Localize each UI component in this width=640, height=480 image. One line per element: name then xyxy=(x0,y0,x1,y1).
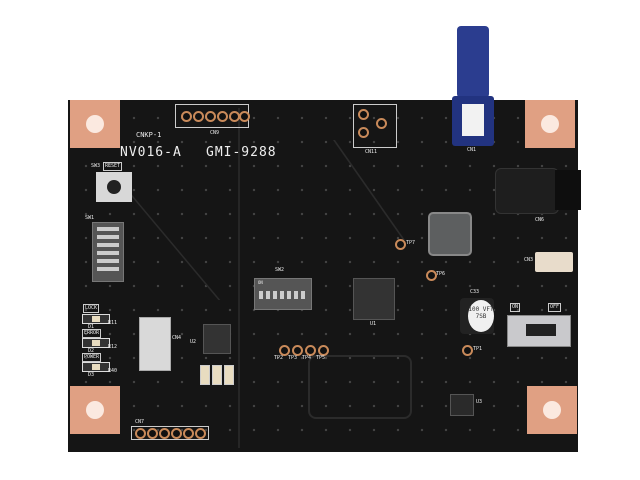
dip-switch-sw1[interactable] xyxy=(92,222,124,282)
antenna-connector-base xyxy=(452,96,494,146)
test-point-tp4 xyxy=(305,345,316,356)
dc-power-jack-cn6[interactable] xyxy=(495,168,559,214)
label-off: OFF xyxy=(548,303,562,312)
ic-u2 xyxy=(203,324,231,354)
led-power xyxy=(82,362,110,372)
label-error: ERROR xyxy=(82,329,102,338)
mounting-pad-bottom-right xyxy=(527,386,577,434)
label-d3: D3 xyxy=(88,372,95,378)
test-point-tp2 xyxy=(279,345,290,356)
label-u1: U1 xyxy=(370,321,377,327)
label-tp5: TP5 xyxy=(316,355,326,361)
resistor xyxy=(200,365,210,385)
resistor xyxy=(224,365,234,385)
label-cn9: CN9 xyxy=(210,130,220,136)
label-sw3: SW3 xyxy=(91,163,101,169)
label-tp4: TP4 xyxy=(302,355,312,361)
label-cn11: CN11 xyxy=(365,149,378,155)
mounting-pad-bottom-left xyxy=(70,386,120,434)
label-lock: LOCK xyxy=(83,304,100,313)
test-point-tp7 xyxy=(395,239,406,250)
connector-cn4[interactable] xyxy=(139,317,171,371)
reset-button[interactable] xyxy=(96,172,132,202)
header-cn11 xyxy=(353,104,397,148)
label-reset: RESET xyxy=(103,162,123,171)
label-u3: U3 xyxy=(476,399,483,405)
label-tp6: TP6 xyxy=(436,271,446,277)
label-sw1: SW1 xyxy=(85,215,95,221)
board-model: NV016-A xyxy=(120,145,182,160)
test-point-tp1 xyxy=(462,345,473,356)
label-r11: R11 xyxy=(108,320,118,326)
label-cn4: CN4 xyxy=(172,335,182,341)
header-cn7 xyxy=(131,426,209,440)
test-point-tp5 xyxy=(318,345,329,356)
regulator-u3 xyxy=(450,394,474,416)
test-point-tp6 xyxy=(426,270,437,281)
label-cn7: CN7 xyxy=(135,419,145,425)
dc-jack-rear xyxy=(555,170,581,210)
label-tp7: TP7 xyxy=(406,240,416,246)
label-cn6: CN6 xyxy=(535,217,545,223)
label-d1: D1 xyxy=(88,324,95,330)
label-power: POWER xyxy=(82,353,102,362)
trace xyxy=(308,355,412,419)
pcb-board xyxy=(68,100,578,452)
board-part-number: GMI-9288 xyxy=(206,145,277,160)
label-c33: C33 xyxy=(470,289,480,295)
label-tp2: TP2 xyxy=(274,355,284,361)
label-on: ON xyxy=(510,303,521,312)
test-point-tp3 xyxy=(292,345,303,356)
mounting-pad-top-left xyxy=(70,100,120,148)
led-lock xyxy=(82,314,110,324)
power-inductor xyxy=(428,212,472,256)
capacitor-marking: 100 VFT 7SB xyxy=(468,300,494,332)
power-slide-switch[interactable] xyxy=(507,315,571,347)
microcontroller-u1 xyxy=(353,278,395,320)
connector-cn3[interactable] xyxy=(535,252,573,272)
trace xyxy=(238,108,240,448)
label-sw2: SW2 xyxy=(275,267,285,273)
cert-mark: CNKP-1 xyxy=(136,131,162,139)
label-cn3: CN3 xyxy=(524,257,534,263)
antenna-connector-cn1[interactable] xyxy=(457,26,489,98)
label-d2: D2 xyxy=(88,348,95,354)
electrolytic-capacitor-c33: 100 VFT 7SB xyxy=(460,298,494,334)
resistor xyxy=(212,365,222,385)
label-r40: R40 xyxy=(108,368,118,374)
led-error xyxy=(82,338,110,348)
dip-switch-sw2[interactable]: ON xyxy=(254,278,312,310)
label-cn1: CN1 xyxy=(467,147,477,153)
header-cn9 xyxy=(175,104,250,128)
mounting-pad-top-right xyxy=(525,100,575,148)
label-tp1: TP1 xyxy=(473,346,483,352)
label-tp3: TP3 xyxy=(288,355,298,361)
label-r12: R12 xyxy=(108,344,118,350)
label-u2: U2 xyxy=(190,339,197,345)
